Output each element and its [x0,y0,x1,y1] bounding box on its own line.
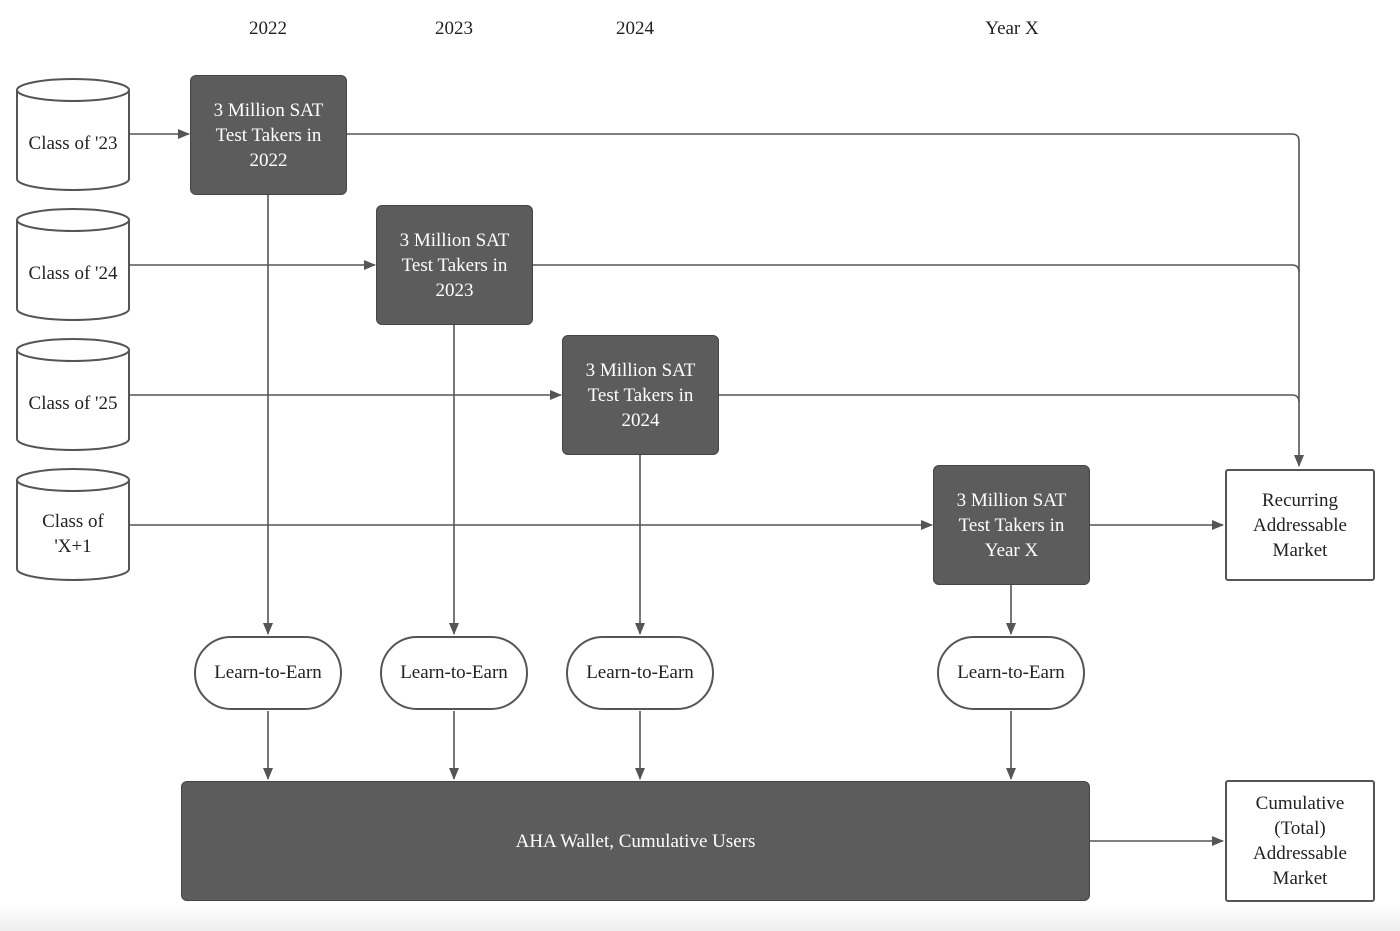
test-takers-2022-label: 3 Million SAT Test Takers in 2022 [213,99,324,171]
connector-2023-to-recurring [533,264,1300,273]
cylinder-class-23 [16,78,130,191]
recurring-market-box: Recurring Addressable Market [1225,469,1375,581]
year-header-2022: 2022 [249,18,287,39]
test-takers-2022-box: 3 Million SAT Test Takers in 2022 [190,75,347,195]
class-24-label: Class of '24 [28,263,118,284]
year-header-2023: 2023 [435,18,473,39]
connector-2024-to-recurring [719,394,1300,403]
learn-to-earn-year-x: Learn-to-Earn [937,636,1085,710]
class-25-label: Class of '25 [28,393,118,414]
bottom-fade [0,905,1400,931]
year-header-year-x: Year X [985,18,1039,39]
test-takers-2023-box: 3 Million SAT Test Takers in 2023 [376,205,533,325]
learn-to-earn-2022: Learn-to-Earn [194,636,342,710]
learn-to-earn-2023: Learn-to-Earn [380,636,528,710]
cylinder-class-24 [16,208,130,321]
cumulative-market-box: Cumulative (Total) Addressable Market [1225,780,1375,902]
cumulative-market-label: Cumulative (Total) Addressable Market [1253,793,1347,889]
test-takers-year-x-label: 3 Million SAT Test Takers in Year X [956,489,1067,561]
learn-to-earn-2024: Learn-to-Earn [566,636,714,710]
class-x1-label: Class of 'X+1 [42,511,104,557]
cylinder-class-x1 [16,468,130,581]
connector-2022-to-recurring [347,133,1304,467]
test-takers-2024-box: 3 Million SAT Test Takers in 2024 [562,335,719,455]
aha-wallet-box: AHA Wallet, Cumulative Users [181,781,1090,901]
class-23-label: Class of '23 [28,133,118,154]
aha-wallet-label: AHA Wallet, Cumulative Users [515,830,756,852]
year-header-2024: 2024 [616,18,654,39]
test-takers-2024-label: 3 Million SAT Test Takers in 2024 [585,359,696,431]
cylinder-class-25 [16,338,130,451]
recurring-market-label: Recurring Addressable Market [1253,489,1347,561]
test-takers-2023-label: 3 Million SAT Test Takers in 2023 [399,229,510,301]
test-takers-year-x-box: 3 Million SAT Test Takers in Year X [933,465,1090,585]
